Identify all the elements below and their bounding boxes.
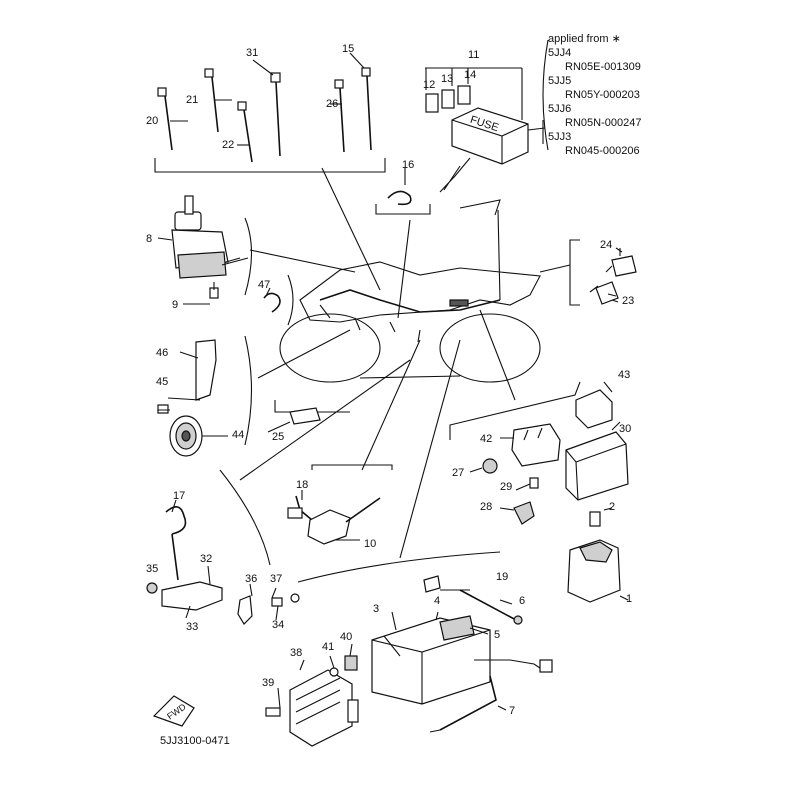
part-callout-29: 29	[500, 481, 512, 493]
part-callout-21: 21	[186, 94, 198, 106]
clip-47	[263, 274, 294, 326]
starter-relay-1	[567, 507, 629, 603]
applied-serial-4: RN045-000206	[565, 145, 640, 157]
part-callout-20: 20	[146, 115, 158, 127]
fwd-arrow: FWD	[152, 695, 195, 727]
part-callout-28: 28	[480, 501, 492, 513]
part-callout-36: 36	[245, 573, 257, 585]
sensor-10	[287, 464, 393, 545]
part-callout-17: 17	[173, 490, 185, 502]
leader-lines	[239, 167, 571, 559]
applied-header: applied from ∗	[548, 33, 621, 45]
part-callout-9: 9	[172, 299, 178, 311]
part-callout-14: 14	[464, 69, 476, 81]
part-callout-10: 10	[364, 538, 376, 550]
part-callout-19: 19	[496, 571, 508, 583]
part-callout-18: 18	[296, 479, 308, 491]
part-callout-31: 31	[246, 47, 258, 59]
part-callout-30: 30	[619, 423, 631, 435]
part-callout-46: 46	[156, 347, 168, 359]
part-callout-45: 45	[156, 376, 168, 388]
part-callout-44: 44	[232, 429, 244, 441]
part-callout-40: 40	[340, 631, 352, 643]
part-callout-37: 37	[270, 573, 282, 585]
part-callout-13: 13	[441, 73, 453, 85]
fuse-box: FUSE	[425, 67, 546, 216]
applied-model-2: 5JJ5	[548, 75, 571, 87]
ecu-group	[449, 381, 629, 525]
part-callout-11: 11	[468, 49, 479, 61]
part-callout-5: 5	[494, 629, 500, 641]
part-callout-43: 43	[618, 369, 630, 381]
part-callout-1: 1	[626, 593, 632, 605]
part-callout-34: 34	[272, 619, 284, 631]
part-callout-38: 38	[290, 647, 302, 659]
part-callout-42: 42	[480, 433, 492, 445]
relays-23-24	[569, 239, 637, 306]
horn-44	[157, 335, 252, 457]
part-callout-33: 33	[186, 621, 198, 633]
part-callout-12: 12	[423, 79, 435, 91]
rectifier-38	[265, 643, 359, 747]
part-callout-35: 35	[146, 563, 158, 575]
part-callout-7: 7	[509, 705, 515, 717]
part-callout-39: 39	[262, 677, 274, 689]
sidestand-switch	[146, 469, 300, 625]
applied-from-note: applied from ∗ 5JJ4 RN05E-001309 5JJ5 RN…	[542, 33, 641, 157]
clip-25	[267, 400, 350, 433]
part-callout-3: 3	[373, 603, 379, 615]
applied-model-3: 5JJ6	[548, 103, 571, 115]
part-callout-2: 2	[609, 501, 615, 513]
applied-serial-3: RN05N-000247	[565, 117, 641, 129]
applied-serial-2: RN05Y-000203	[565, 89, 640, 101]
battery-group	[297, 551, 553, 733]
applied-serial-1: RN05E-001309	[565, 61, 641, 73]
part-callout-47: 47	[258, 279, 270, 291]
cable-ties	[154, 52, 386, 173]
part-callout-6: 6	[519, 595, 525, 607]
part-callout-25: 25	[272, 431, 284, 443]
main-switch-8	[157, 195, 252, 305]
part-callout-23: 23	[622, 295, 634, 307]
part-callout-22: 22	[222, 139, 234, 151]
part-callout-26: 26	[326, 98, 338, 110]
part-callout-41: 41	[322, 641, 334, 653]
part-callout-24: 24	[600, 239, 612, 251]
clamp-16	[375, 168, 431, 215]
part-callout-27: 27	[452, 467, 464, 479]
part-callout-32: 32	[200, 553, 212, 565]
part-callout-4: 4	[434, 595, 440, 607]
applied-model-4: 5JJ3	[548, 131, 571, 143]
part-callout-16: 16	[402, 159, 414, 171]
part-callout-15: 15	[342, 43, 354, 55]
part-callout-8: 8	[146, 233, 152, 245]
applied-model-1: 5JJ4	[548, 47, 571, 59]
diagram-code: 5JJ3100-0471	[160, 735, 230, 747]
